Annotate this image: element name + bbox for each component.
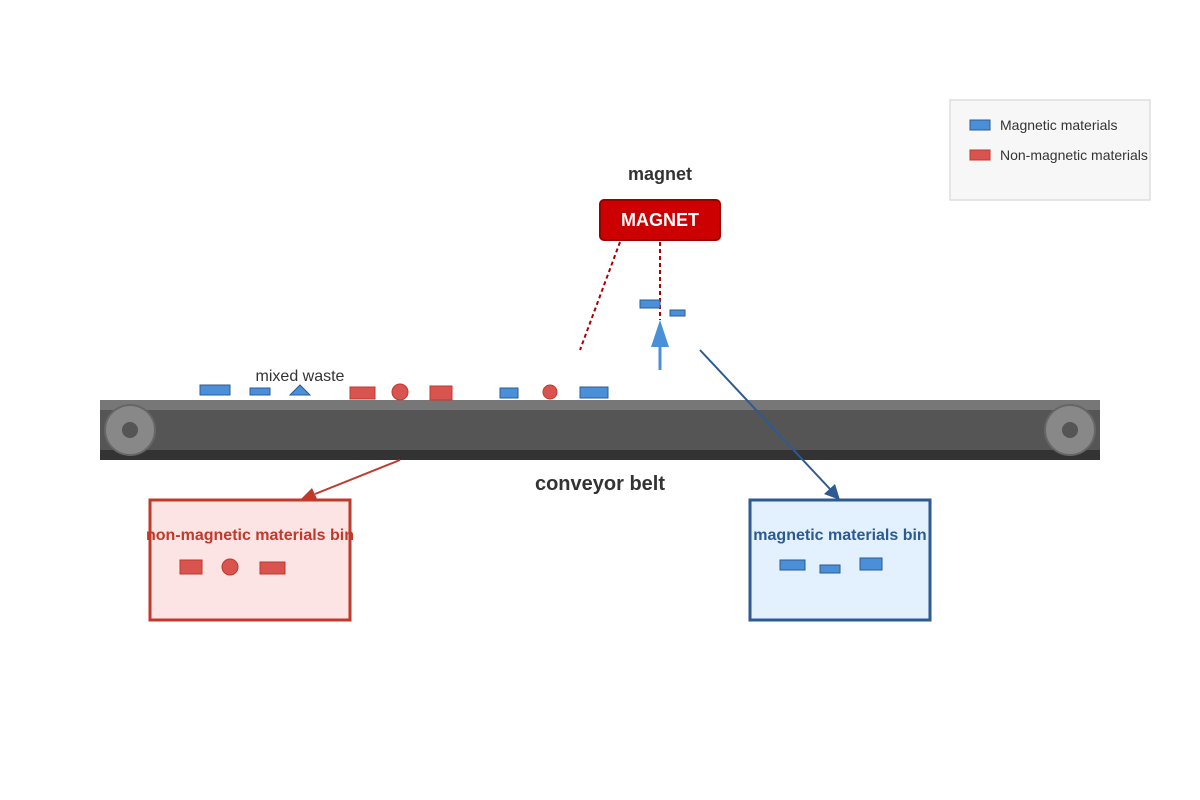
non-magnetic-item — [429, 385, 453, 401]
non-magnetic-bin-label: non-magnetic materials bin — [146, 527, 354, 544]
magnetic-item — [288, 384, 312, 396]
legend: Magnetic materials Non-magnetic material… — [949, 99, 1151, 201]
non-magnetic-bin: non-magnetic materials bin — [146, 498, 354, 622]
magnetic-bin-box — [748, 498, 932, 622]
mixed-waste-label: mixed waste — [256, 368, 345, 385]
magnet-block — [599, 199, 721, 241]
lifted-magnetic-item — [639, 299, 661, 309]
legend-non-magnetic-swatch — [969, 149, 991, 161]
magnet-label: magnet — [628, 164, 692, 184]
non-magnetic-item — [542, 384, 558, 400]
left-roller-hub — [122, 422, 138, 438]
magnetic-bin: magnetic materials bin — [748, 498, 932, 622]
conveyor-belt-label: conveyor belt — [535, 473, 665, 495]
magnetic-item — [249, 387, 271, 396]
legend-magnetic-label: Magnetic materials — [1000, 117, 1118, 133]
arrow-up-icon — [651, 320, 669, 370]
magnetic-item — [819, 564, 841, 574]
belt-items — [199, 383, 609, 401]
conveyor-belt — [100, 400, 1100, 460]
non-magnetic-item — [259, 561, 286, 575]
magnetic-item — [859, 557, 883, 571]
belt-top-edge — [100, 400, 1100, 410]
magnetic-item — [579, 386, 609, 399]
non-magnetic-item — [349, 386, 376, 400]
magnetic-item — [499, 387, 519, 399]
magnetic-bin-label: magnetic materials bin — [753, 527, 926, 544]
magnetic-item — [199, 384, 231, 396]
magnetic-item — [779, 559, 806, 571]
magnetic-field-line-left — [579, 241, 621, 351]
magnet-block-label: MAGNET — [621, 210, 699, 230]
non-magnetic-item — [179, 559, 203, 575]
belt-bottom-edge — [100, 450, 1100, 460]
magnet-group: magnet MAGNET — [579, 164, 721, 351]
arrow-down-right-icon — [699, 349, 840, 500]
legend-magnetic-swatch — [969, 119, 991, 131]
legend-non-magnetic-label: Non-magnetic materials — [1000, 147, 1148, 163]
arrow-down-left-icon — [300, 459, 401, 501]
non-magnetic-item — [391, 383, 409, 401]
lifted-magnetic-item — [669, 309, 686, 317]
right-roller-hub — [1062, 422, 1078, 438]
non-magnetic-item — [221, 558, 239, 576]
lifted-magnetic-items — [639, 299, 686, 317]
